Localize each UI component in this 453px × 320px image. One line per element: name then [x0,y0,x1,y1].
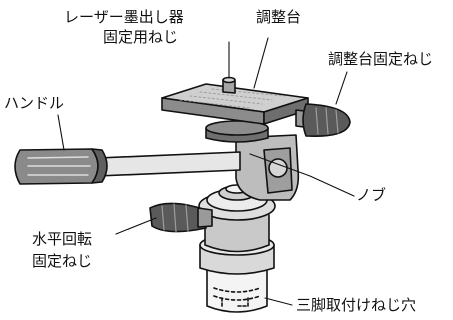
plate-lock-knob [295,103,351,138]
tripod-mount-base [206,267,268,313]
laser-mount-screw [222,76,236,94]
leader-horizontal-rotation-lock [115,217,157,235]
label-laser-mount-screw-line1: レーザー墨出し器 [64,8,184,26]
mount-plate [161,83,309,125]
label-handle: ハンドル [4,94,65,112]
label-horizontal-rotation-lock-line2: 固定ねじ [32,252,93,270]
label-mount-plate: 調整台 [256,8,302,26]
label-laser-mount-screw-line2: 固定用ねじ [103,28,179,46]
leader-handle [57,114,65,151]
tilt-bracket [235,134,300,201]
leader-plate-lock-knob [335,71,348,105]
label-mount-plate-lock-knob: 調整台固定ねじ [328,50,434,68]
handle [14,148,241,185]
leader-tripod-mount-hole [264,297,293,306]
leader-lines [57,37,355,306]
label-tripod-mount-hole: 三脚取付けねじ穴 [296,296,417,314]
label-knob: ノブ [356,186,387,204]
leader-mount-plate [253,37,269,89]
label-horizontal-rotation-lock-line1: 水平回転 [32,230,93,248]
horizontal-rotation-lock-knob [149,202,213,233]
leader-knob [249,153,355,197]
tilt-knob [205,120,269,143]
